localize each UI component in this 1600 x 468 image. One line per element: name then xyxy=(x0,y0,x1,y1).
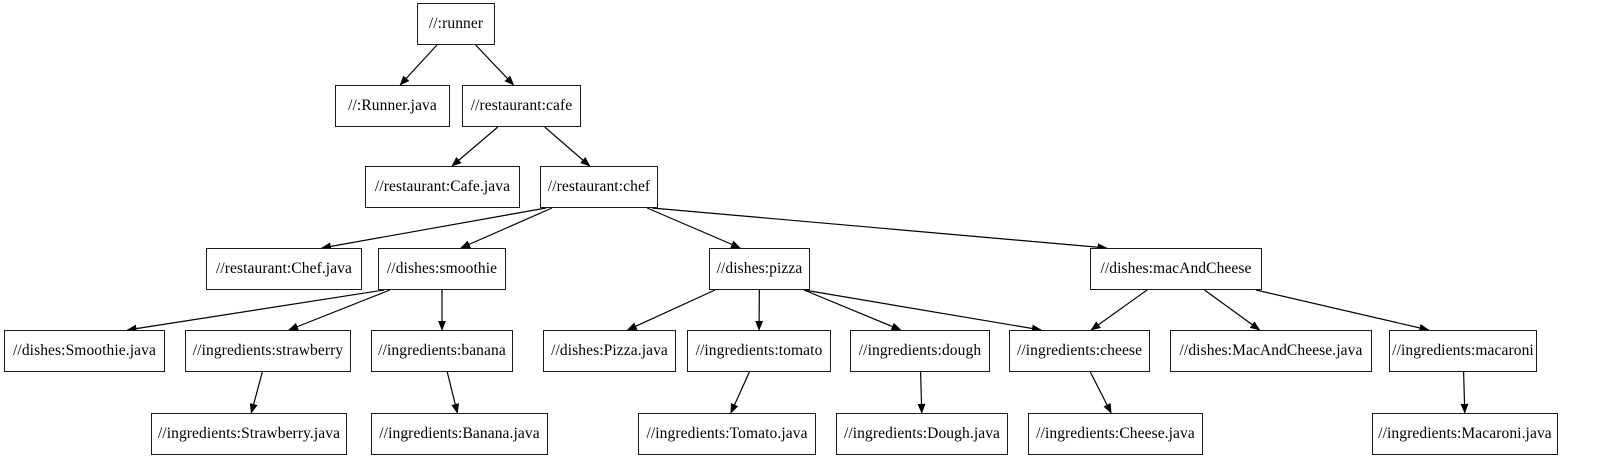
graph-node-dishes_mac_java[interactable]: //dishes:MacAndCheese.java xyxy=(1170,330,1372,372)
graph-node-ing_macaroni[interactable]: //ingredients:macaroni xyxy=(1389,330,1537,372)
node-label: //ingredients:Strawberry.java xyxy=(157,425,341,443)
node-label: //dishes:Smoothie.java xyxy=(13,342,156,360)
node-label: //restaurant:cafe xyxy=(470,97,573,115)
node-label: //:runner xyxy=(428,15,484,33)
node-label: //ingredients:strawberry xyxy=(192,342,344,360)
node-label: //ingredients:macaroni xyxy=(1392,342,1534,360)
node-label: //dishes:smoothie xyxy=(386,260,498,278)
graph-node-dishes_pizza_java[interactable]: //dishes:Pizza.java xyxy=(543,330,676,372)
graph-node-restaurant_chef[interactable]: //restaurant:chef xyxy=(540,166,658,208)
graph-node-restaurant_cafe_java[interactable]: //restaurant:Cafe.java xyxy=(365,166,520,208)
node-label: //restaurant:Cafe.java xyxy=(374,178,511,196)
graph-node-ing_strawberry[interactable]: //ingredients:strawberry xyxy=(185,330,351,372)
node-label: //dishes:macAndCheese xyxy=(1100,260,1252,278)
graph-node-dishes_pizza[interactable]: //dishes:pizza xyxy=(709,248,810,290)
node-label: //dishes:Pizza.java xyxy=(551,342,668,360)
node-label: //ingredients:Tomato.java xyxy=(646,425,808,443)
node-label: //ingredients:cheese xyxy=(1016,342,1143,360)
graph-node-runner[interactable]: //:runner xyxy=(417,3,495,45)
graph-node-ing_dough_java[interactable]: //ingredients:Dough.java xyxy=(836,413,1008,455)
node-label: //dishes:MacAndCheese.java xyxy=(1179,342,1363,360)
graph-node-dishes_macandcheese[interactable]: //dishes:macAndCheese xyxy=(1090,248,1262,290)
node-label: //ingredients:Banana.java xyxy=(379,425,540,443)
graph-node-ing_banana[interactable]: //ingredients:banana xyxy=(371,330,513,372)
node-label: //ingredients:banana xyxy=(378,342,506,360)
graph-node-ing_banana_java[interactable]: //ingredients:Banana.java xyxy=(371,413,548,455)
graph-node-restaurant_cafe[interactable]: //restaurant:cafe xyxy=(462,85,581,127)
graph-node-ing_cheese_java[interactable]: //ingredients:Cheese.java xyxy=(1028,413,1203,455)
node-label: //ingredients:tomato xyxy=(695,342,823,360)
node-label: //ingredients:Cheese.java xyxy=(1036,425,1195,443)
node-label: //:Runner.java xyxy=(348,97,437,115)
graph-node-ing_cheese[interactable]: //ingredients:cheese xyxy=(1009,330,1150,372)
graph-node-restaurant_chef_java[interactable]: //restaurant:Chef.java xyxy=(206,248,362,290)
graph-node-dishes_smoothie[interactable]: //dishes:smoothie xyxy=(378,248,506,290)
graph-node-dishes_smoothie_java[interactable]: //dishes:Smoothie.java xyxy=(4,330,165,372)
node-label: //ingredients:Dough.java xyxy=(843,425,1001,443)
node-label: //ingredients:dough xyxy=(858,342,982,360)
graph-node-ing_tomato[interactable]: //ingredients:tomato xyxy=(687,330,831,372)
node-label: //ingredients:Macaroni.java xyxy=(1378,425,1552,443)
graph-node-ing_dough[interactable]: //ingredients:dough xyxy=(850,330,990,372)
graph-node-ing_macaroni_java[interactable]: //ingredients:Macaroni.java xyxy=(1372,413,1558,455)
graph-node-runner_java[interactable]: //:Runner.java xyxy=(335,85,450,127)
graph-node-ing_strawberry_java[interactable]: //ingredients:Strawberry.java xyxy=(151,413,347,455)
graph-node-ing_tomato_java[interactable]: //ingredients:Tomato.java xyxy=(638,413,816,455)
node-label: //restaurant:Chef.java xyxy=(215,260,353,278)
node-label: //restaurant:chef xyxy=(547,178,651,196)
node-label: //dishes:pizza xyxy=(716,260,803,278)
